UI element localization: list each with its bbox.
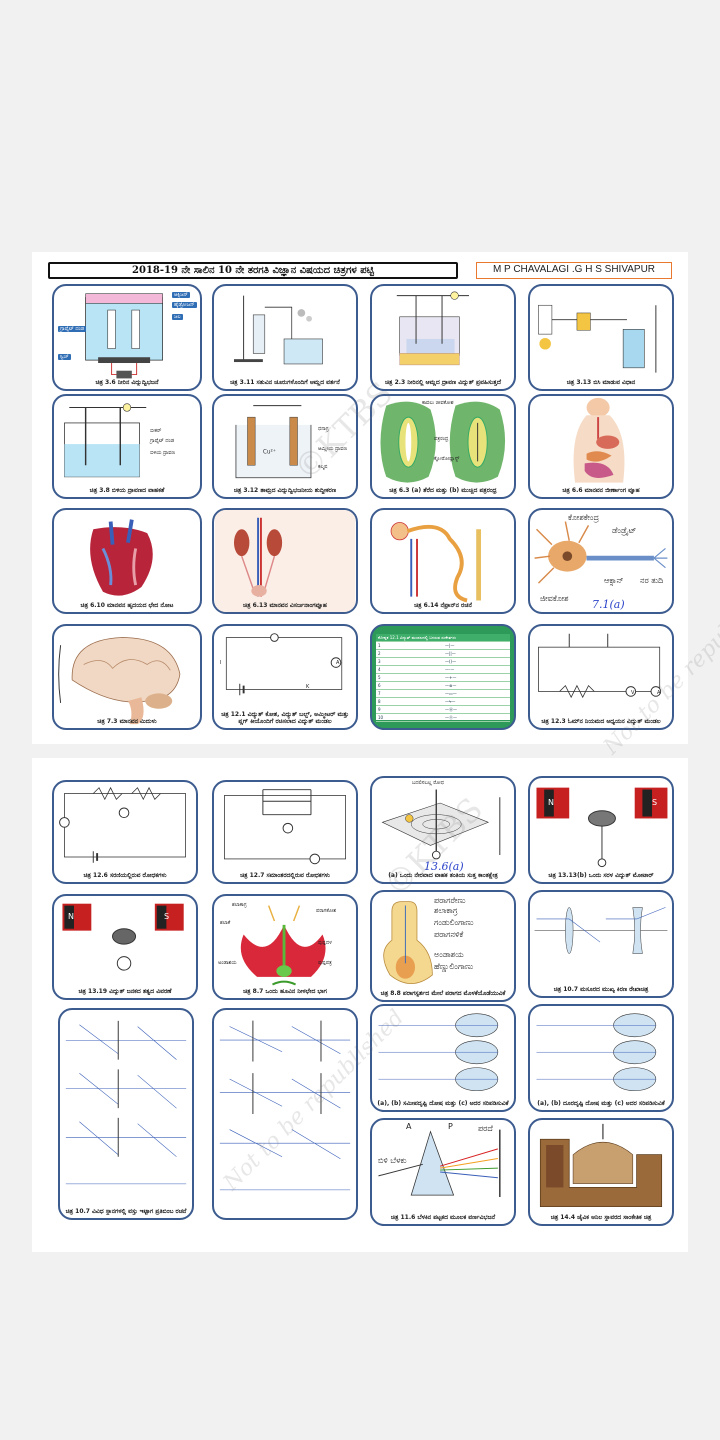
caption: (a), (b) ಸಮೀಪದೃಷ್ಟಿ ದೋಷ ಮತ್ತು (c) ಅದರ ಸರ… [377, 1100, 509, 1107]
diagram-digestive-system: ಚಿತ್ರ 6.6 ಮಾನವನ ಜೀರ್ಣಾಂಗ ವ್ಯೂಹ [528, 394, 674, 499]
caption: ಚಿತ್ರ 8.7 ಒಂದು ಹೂವಿನ ನೀಳಛೇದ ಭಾಗ [243, 988, 327, 995]
magnet-north: N [68, 912, 74, 921]
document-page-2: ಚಿತ್ರ 12.6 ಸರಣಿಯಲ್ಲಿರುವ ರೋಧಕಗಳು ಚಿತ್ರ 12… [32, 758, 688, 1252]
diagram-electrolysis-water: ಆಕ್ಸಿಜನ್ ಹೈಡ್ರೋಜನ್ ಜಲ ಗ್ರಾಫೈಟ್ ದಂಡ ಸ್ವಿಚ… [52, 284, 202, 391]
caption: ಚಿತ್ರ 14.4 ಜೈವಿಕ ಅನಿಲ ಸ್ಥಾವರದ ಸಾಂಕೇತಿಕ ಚ… [550, 1214, 652, 1221]
diagram-excretory-system: ಚಿತ್ರ 6.13 ಮಾನವನ ವಿಸರ್ಜನಾಂಗವ್ಯೂಹ [212, 508, 358, 614]
diagram-flower-section: ಶಲಾಕಾಗ್ರ ಪರಾಗಕೋಶ ಶಲಾಕೆ ಪುಷ್ಪದಳ ಅಂಡಾಶಯ ಪು… [212, 894, 358, 1000]
stomata-label: ಕಾವಲು ಜೀವಕೋಶ [422, 400, 454, 406]
caption: ಚಿತ್ರ 13.19 ವಿದ್ಯುತ್ ಜನಕದ ತತ್ವದ ವಿವರಣೆ [78, 988, 172, 995]
pollen-label: ಹೆಣ್ಣುಲಿಂಗಾಣು [434, 962, 474, 971]
caption: ಚಿತ್ರ 13.13(b) ಒಂದು ಸರಳ ವಿದ್ಯುತ್ ಮೋಟಾರ್ [548, 872, 654, 879]
prism-label: A [406, 1122, 412, 1131]
caption: ಚಿತ್ರ 3.11 ಸತುವಿನ ಚೂರುಗಳೊಂದಿಗೆ ಆಮ್ಲದ ವರ್… [230, 379, 340, 386]
prism-label: ಬಿಳಿ ಬೆಳಕು [378, 1156, 407, 1165]
diagram-nephron: ಚಿತ್ರ 6.14 ನೆಫ್ರಾನ್‌ನ ರಚನೆ [370, 508, 516, 614]
diagram-heart: ಚಿತ್ರ 6.10 ಮಾನವನ ಹೃದಯದ ಛೇದ ನೋಟ [52, 508, 202, 614]
diagram-series-resistors: ಚಿತ್ರ 12.6 ಸರಣಿಯಲ್ಲಿರುವ ರೋಧಕಗಳು [52, 780, 198, 884]
caption: ಚಿತ್ರ 6.3 (a) ತೆರೆದ ಮತ್ತು (b) ಮುಚ್ಚಿದ ಪತ… [389, 487, 497, 494]
neuron-label: ನರ ತುದಿ [640, 576, 664, 585]
flower-label: ಶಲಾಕೆ [220, 920, 231, 926]
flower-label: ಅಂಡಾಶಯ [218, 960, 237, 966]
diagram-biogas-plant: ಚಿತ್ರ 14.4 ಜೈವಿಕ ಅನಿಲ ಸ್ಥಾವರದ ಸಾಂಕೇತಿಕ ಚ… [528, 1118, 674, 1226]
caption: ಚಿತ್ರ 11.6 ಬೆಳಕಿನ ಪಟ್ಟಕದ ಮೂಲಕ ವರ್ಣವಿಭಜನೆ [390, 1214, 496, 1221]
table-caption: ಕೋಷ್ಟಕ 12.1 ವಿದ್ಯುತ್ ಮಂಡಲದಲ್ಲಿ ಬಳಸುವ ಸಂಕ… [378, 635, 457, 640]
caption: ಚಿತ್ರ 7.3 ಮಾನವನ ಮಿದುಳು [97, 718, 157, 725]
diagram-ohms-law-circuit: V A ಚಿತ್ರ 12.3 ಓಮ್‌ನ ನಿಯಮದ ಅಧ್ಯಯನ ವಿದ್ಯು… [528, 624, 674, 730]
caption: ಚಿತ್ರ 6.10 ಮಾನವನ ಹೃದಯದ ಛೇದ ನೋಟ [80, 602, 174, 609]
prism-label: ಪರದೆ [478, 1124, 493, 1133]
diagram-acid-conduction: ಚಿತ್ರ 2.3 ನೀರಿನಲ್ಲಿ ಆಮ್ಲದ ದ್ರಾವಣ ವಿದ್ಯುತ… [370, 284, 516, 391]
caption: (a) ಒಂದು ನೇರವಾದ ವಾಹಕ ತಂತಿಯ ಸುತ್ತ ಕಾಂತಕ್ಷ… [388, 872, 498, 879]
caption: ಚಿತ್ರ 3.12 ತಾಮ್ರದ ವಿದ್ಯುದ್ವಿಭಜನೀಯ ಶುದ್ಧೀ… [233, 487, 337, 494]
diagram-parallel-resistors: ಚಿತ್ರ 12.7 ಸಮಾಂತರದಲ್ಲಿರುವ ರೋಧಕಗಳು [212, 780, 358, 884]
ammeter-symbol: A [657, 690, 661, 696]
diagram-hypermetropia: (a), (b) ದೂರದೃಷ್ಟಿ ದೋಷ ಮತ್ತು (c) ಅದರ ಸರಿ… [528, 1004, 674, 1112]
flower-label: ಪುಷ್ಪಪತ್ರ [318, 960, 332, 966]
neuron-label: ಕೋಶಕೇಂದ್ರ [568, 513, 599, 522]
diagram-copper-refining: Cu²⁺ ಧನಾಗ್ರ ಆಮ್ಲೀಯ ದ್ರಾವಣ ಕಲ್ಮಷ ಚಿತ್ರ 3.… [212, 394, 358, 499]
caption: ಚಿತ್ರ 6.6 ಮಾನವನ ಜೀರ್ಣಾಂಗ ವ್ಯೂಹ [562, 487, 640, 494]
diagram-prism-dispersion: ಪರದೆ ಬಿಳಿ ಬೆಳಕು A P ಚಿತ್ರ 11.6 ಬೆಳಕಿನ ಪಟ… [370, 1118, 516, 1226]
flower-label: ಶಲಾಕಾಗ್ರ [232, 902, 247, 908]
caption: ಚಿತ್ರ 2.3 ನೀರಿನಲ್ಲಿ ಆಮ್ಲದ ದ್ರಾವಣ ವಿದ್ಯುತ… [385, 379, 501, 386]
diagram-stomata: ಕಾವಲು ಜೀವಕೋಶ ಪತ್ರರಂಧ್ರ ಕ್ಲೋರೋಪ್ಲಾಸ್ಟ್ ಚಿ… [370, 394, 516, 499]
caption: ಚಿತ್ರ 3.6 ನೀರಿನ ವಿದ್ಯುದ್ವಿಭಜನೆ [95, 379, 159, 386]
caption: ಚಿತ್ರ 6.14 ನೆಫ್ರಾನ್‌ನ ರಚನೆ [414, 602, 472, 609]
voltmeter-symbol: V [631, 690, 635, 696]
caption: ಚಿತ್ರ 12.7 ಸಮಾಂತರದಲ್ಲಿರುವ ರೋಧಕಗಳು [240, 872, 330, 879]
pollen-label: ಪರಾಗನಳಿಕೆ [434, 930, 464, 939]
caption: ಚಿತ್ರ 8.8 ಪರಾಗಸ್ಪರ್ಶದ ಮೇಲೆ ಪರಾಗದ ಮೊಳಕೆಯೊ… [380, 990, 506, 997]
neuron-label: ಜೀವಕೋಶ [540, 594, 569, 603]
current-symbol: I [220, 660, 222, 666]
table-circuit-symbols: ಕೋಷ್ಟಕ 12.1 ವಿದ್ಯುತ್ ಮಂಡಲದಲ್ಲಿ ಬಳಸುವ ಸಂಕ… [370, 624, 516, 730]
diagram-lens-rays: ಚಿತ್ರ 10.7 ಮಸೂರದ ಮುಖ್ಯ ಕಿರಣ ರೇಖಾಚಿತ್ರ [528, 890, 674, 998]
pollen-label: ಶಲಾಕಾಗ್ರ [434, 906, 458, 915]
flower-label: ಪರಾಗಕೋಶ [316, 908, 337, 914]
caption: ಚಿತ್ರ 12.3 ಓಮ್‌ನ ನಿಯಮದ ಅಧ್ಯಯನ ವಿದ್ಯುತ್ ಮ… [541, 718, 661, 725]
diagram-electric-motor: N S ಚಿತ್ರ 13.13(b) ಒಂದು ಸರಳ ವಿದ್ಯುತ್ ಮೋಟ… [528, 776, 674, 884]
document-page-1: 2018-19 ನೇ ಸಾಲಿನ 10 ನೇ ತರಗತಿ ವಿಜ್ಞಾನ ವಿಷ… [32, 252, 720, 760]
caption: ಚಿತ್ರ 12.1 ವಿದ್ಯುತ್ ಕೋಶ, ವಿದ್ಯುತ್ ಬಲ್ಬ್,… [221, 711, 349, 725]
magnet-north: N [548, 798, 554, 807]
diagram-image-formation-a: ಚಿತ್ರ 10.7 ವಿವಿಧ ಸ್ಥಾನಗಳಲ್ಲಿ ವಸ್ತು ಇಟ್ಟಾ… [58, 1008, 194, 1220]
caption: ಚಿತ್ರ 3.13 ಬಿಸಿ ಮಾಡುವ ವಿಧಾನ [566, 379, 636, 386]
key-symbol: K [306, 684, 310, 690]
magnet-south: S [164, 912, 170, 921]
diagram-heating-apparatus: ಚಿತ್ರ 3.13 ಬಿಸಿ ಮಾಡುವ ವಿಧಾನ [528, 284, 674, 391]
stomata-label: ಪತ್ರರಂಧ್ರ [434, 436, 449, 442]
diagram-brain: ಚಿತ್ರ 7.3 ಮಾನವನ ಮಿದುಳು [52, 624, 202, 730]
caption: ಚಿತ್ರ 3.8 ಬಿಳಿಯ ದ್ರಾವಣದ ವಾಹಕತೆ [89, 487, 165, 494]
caption: ಚಿತ್ರ 6.13 ಮಾನವನ ವಿಸರ್ಜನಾಂಗವ್ಯೂಹ [243, 602, 327, 609]
pollen-label: ಅಂಡಾಶಯ [434, 950, 464, 959]
caption: ಚಿತ್ರ 12.6 ಸರಣಿಯಲ್ಲಿರುವ ರೋಧಕಗಳು [83, 872, 167, 879]
diagram-zinc-acid: ಚಿತ್ರ 3.11 ಸತುವಿನ ಚೂರುಗಳೊಂದಿಗೆ ಆಮ್ಲದ ವರ್… [212, 284, 358, 391]
prism-label: P [448, 1122, 453, 1131]
diagram-neuron: ಕೋಶಕೇಂದ್ರ ಡೆಂಡ್ರೈಟ್ ಆಕ್ಸಾನ್ ನರ ತುದಿ ಜೀವಕ… [528, 508, 674, 614]
caption: ಚಿತ್ರ 10.7 ವಿವಿಧ ಸ್ಥಾನಗಳಲ್ಲಿ ವಸ್ತು ಇಟ್ಟಾ… [65, 1208, 187, 1215]
caption: ಚಿತ್ರ 10.7 ಮಸೂರದ ಮುಖ್ಯ ಕಿರಣ ರೇಖಾಚಿತ್ರ [553, 986, 649, 993]
diagram-solution-conductivity: ಬೀಕರ್ ಗ್ರಾಫೈಟ್ ದಂಡ ಬಿಳಿಯ ದ್ರಾವಣ ಚಿತ್ರ 3.… [52, 394, 202, 499]
diagram-myopia: (a), (b) ಸಮೀಪದೃಷ್ಟಿ ದೋಷ ಮತ್ತು (c) ಅದರ ಸರ… [370, 1004, 516, 1112]
pollen-label: ಪರಾಗರೇಣು [434, 896, 466, 905]
neuron-label: ಆಕ್ಸಾನ್ [604, 576, 624, 585]
ammeter-symbol: A [336, 660, 340, 666]
page-title: 2018-19 ನೇ ಸಾಲಿನ 10 ನೇ ತರಗತಿ ವಿಜ್ಞಾನ ವಿಷ… [48, 262, 458, 279]
diagram-pollen-germination: ಪರಾಗರೇಣು ಶಲಾಕಾಗ್ರ ಗಂಡುಲಿಂಗಾಣು ಪರಾಗನಳಿಕೆ … [370, 890, 516, 1002]
magnet-south: S [652, 798, 658, 807]
stomata-label: ಕ್ಲೋರೋಪ್ಲಾಸ್ಟ್ [434, 456, 460, 462]
diagram-generator: N S ಚಿತ್ರ 13.19 ವಿದ್ಯುತ್ ಜನಕದ ತತ್ವದ ವಿವರ… [52, 894, 198, 1000]
svg-text:Cu²⁺: Cu²⁺ [263, 449, 276, 456]
field-label: ಬದಲಿಸಬಲ್ಲ ರೋಧ [412, 780, 444, 786]
pollen-label: ಗಂಡುಲಿಂಗಾಣು [434, 918, 474, 927]
author-label: M P CHAVALAGI .G H S SHIVAPUR [476, 262, 672, 279]
handwritten-note: 7.1(a) [592, 598, 625, 611]
diagram-circuit-12-1: A K I ಚಿತ್ರ 12.1 ವಿದ್ಯುತ್ ಕೋಶ, ವಿದ್ಯುತ್ … [212, 624, 358, 730]
neuron-label: ಡೆಂಡ್ರೈಟ್ [612, 526, 637, 535]
handwritten-note: 13.6(a) [424, 860, 464, 873]
caption: (a), (b) ದೂರದೃಷ್ಟಿ ದೋಷ ಮತ್ತು (c) ಅದರ ಸರಿ… [537, 1100, 665, 1107]
flower-label: ಪುಷ್ಪದಳ [318, 940, 332, 946]
diagram-magnetic-field-wire: ಬದಲಿಸಬಲ್ಲ ರೋಧ 13.6(a) (a) ಒಂದು ನೇರವಾದ ವಾ… [370, 776, 516, 884]
diagram-image-formation-b [212, 1008, 358, 1220]
